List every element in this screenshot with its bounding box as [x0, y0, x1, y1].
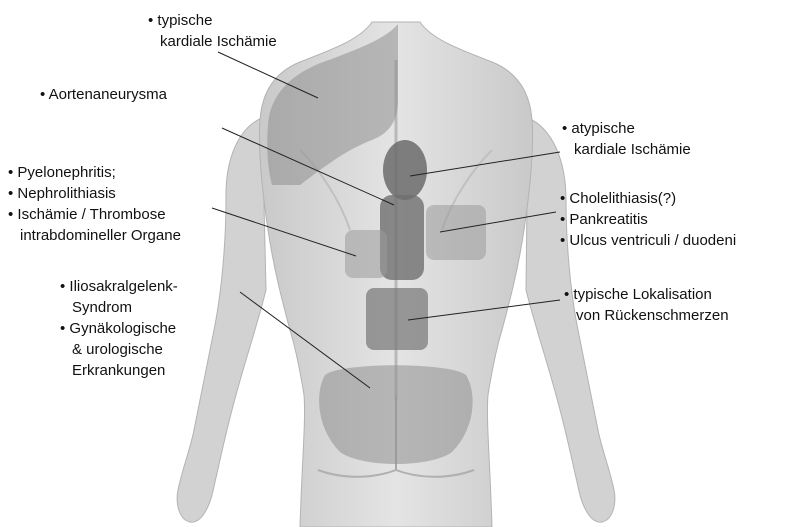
label-line: • Ischämie / Thrombose — [8, 204, 181, 225]
label-line: • Iliosakralgelenk- — [60, 276, 178, 297]
label-line: • Ulcus ventriculi / duodeni — [560, 230, 736, 251]
label-line: intrabdomineller Organe — [8, 225, 181, 246]
label-back-pain: • typische Lokalisation von Rückenschmer… — [564, 284, 729, 326]
region-biliary — [426, 205, 486, 260]
left-arm — [177, 118, 266, 522]
label-renal: • Pyelonephritis; • Nephrolithiasis • Is… — [8, 162, 181, 246]
label-atypical-cardiac: • atypische kardiale Ischämie — [562, 118, 691, 160]
region-atypical-cardiac — [383, 140, 427, 200]
label-line: • typische — [148, 10, 277, 31]
label-line: kardiale Ischämie — [562, 139, 691, 160]
label-si-joint: • Iliosakralgelenk- Syndrom • Gynäkologi… — [60, 276, 178, 381]
label-line: • Nephrolithiasis — [8, 183, 181, 204]
label-biliary: • Cholelithiasis(?) • Pankreatitis • Ulc… — [560, 188, 736, 251]
label-line: • Aortenaneurysma — [40, 84, 167, 105]
label-aortic-aneurysm: • Aortenaneurysma — [40, 84, 167, 105]
label-line: Syndrom — [60, 297, 178, 318]
label-line: & urologische — [60, 339, 178, 360]
label-line: • Pankreatitis — [560, 209, 736, 230]
label-line: von Rückenschmerzen — [564, 305, 729, 326]
label-line: • Gynäkologische — [60, 318, 178, 339]
label-line: • Pyelonephritis; — [8, 162, 181, 183]
label-line: • Cholelithiasis(?) — [560, 188, 736, 209]
label-typical-cardiac: • typische kardiale Ischämie — [148, 10, 277, 52]
label-line: • typische Lokalisation — [564, 284, 729, 305]
region-si-joint — [319, 365, 473, 464]
label-line: • atypische — [562, 118, 691, 139]
label-line: kardiale Ischämie — [148, 31, 277, 52]
label-line: Erkrankungen — [60, 360, 178, 381]
